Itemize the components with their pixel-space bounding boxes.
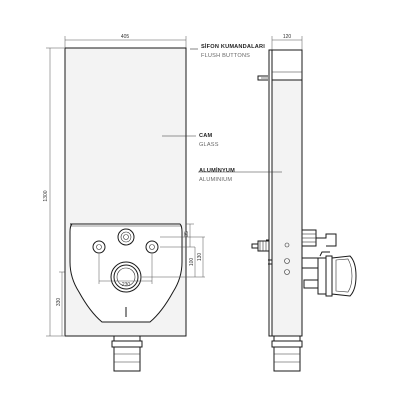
flush-button-box xyxy=(271,49,303,81)
front-width-label: 405 xyxy=(121,34,130,40)
mounting-bolt-right xyxy=(145,240,159,254)
inlet-height-label: 130 xyxy=(197,253,203,262)
side-hole-middle xyxy=(284,258,290,264)
side-drain-pipe xyxy=(271,335,303,372)
seat-height-label: 330 xyxy=(56,298,62,307)
callout-flush-buttons: SİFON KUMANDALARI FLUSH BUTTONS xyxy=(190,43,265,59)
aluminium-body xyxy=(271,49,303,337)
side-hole-top xyxy=(284,242,290,248)
top-offset-label: 35 xyxy=(184,231,190,237)
callout-glass-subtitle: GLASS xyxy=(199,142,219,148)
callout-glass: CAM GLASS xyxy=(162,133,219,148)
front-width-dimension: 405 xyxy=(64,34,187,48)
side-depth-label: 120 xyxy=(283,34,292,40)
side-hole-bottom xyxy=(284,269,290,275)
rear-drain-elbow xyxy=(303,255,357,297)
callout-glass-title: CAM xyxy=(199,133,212,139)
callout-aluminium: ALUMİNYUM ALUMINIUM xyxy=(198,167,282,183)
front-drain-pipe xyxy=(111,335,143,372)
bolt-spacing-dimension: 230 xyxy=(98,254,153,288)
callout-aluminium-title: ALUMİNYUM xyxy=(199,167,235,174)
side-view: 120 xyxy=(251,34,357,372)
callout-flush-title: SİFON KUMANDALARI xyxy=(201,43,265,50)
inlet-dimensions: 35 100 130 xyxy=(142,223,205,278)
front-height-label: 1300 xyxy=(43,190,49,201)
bolt-spacing-label: 230 xyxy=(122,282,131,288)
callout-aluminium-subtitle: ALUMINIUM xyxy=(199,177,232,183)
inlet-offset-label: 100 xyxy=(189,258,195,267)
front-height-dimension: 1300 xyxy=(43,47,64,337)
water-inlet xyxy=(117,228,135,246)
side-depth-dimension: 120 xyxy=(271,34,303,50)
side-inlet-valve xyxy=(251,240,270,252)
mounting-bolt-left xyxy=(92,240,106,254)
flush-button-lever xyxy=(257,75,268,81)
front-view: 405 1300 330 xyxy=(43,34,205,372)
drain-outlet xyxy=(110,261,142,293)
callout-flush-subtitle: FLUSH BUTTONS xyxy=(201,53,250,59)
